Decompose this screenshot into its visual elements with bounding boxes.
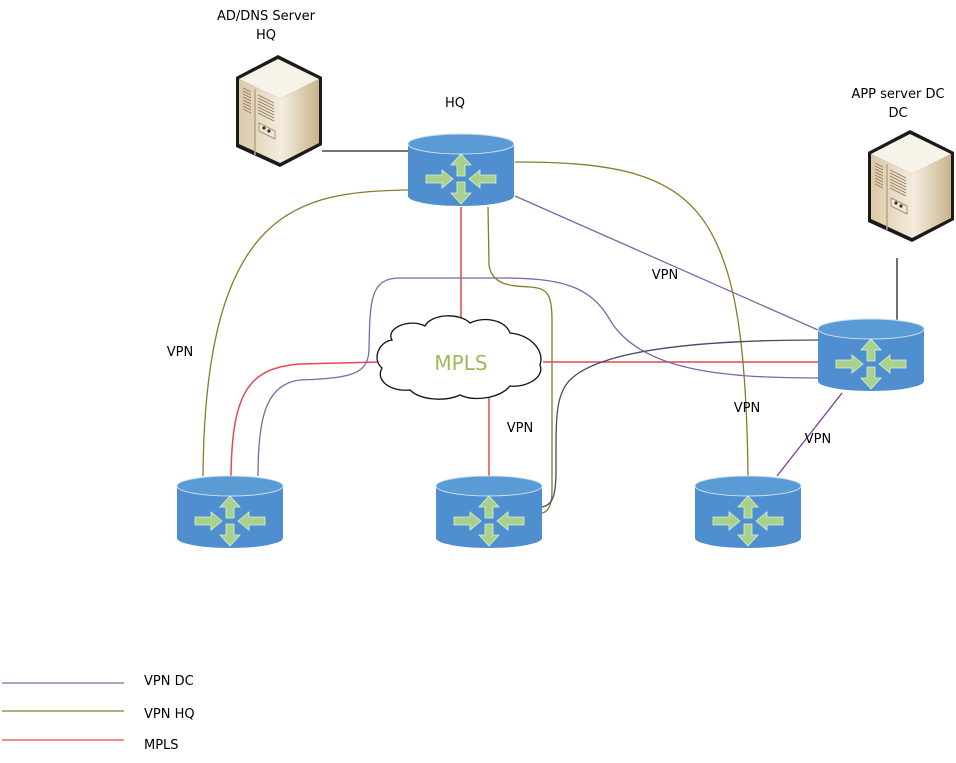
link-label-hq-branch3: VPN bbox=[734, 401, 760, 416]
router-hq-label: HQ bbox=[445, 96, 465, 111]
legend-item-mpls: MPLS bbox=[2, 738, 179, 753]
link-vpnhq-branch2 bbox=[487, 206, 553, 514]
link-vpndc-branch2 bbox=[541, 339, 819, 508]
router-dc[interactable] bbox=[817, 318, 925, 392]
link-mpls-branch1 bbox=[230, 361, 381, 477]
router-icon bbox=[435, 475, 543, 549]
link-vpndc-branch3 bbox=[776, 392, 843, 477]
legend-label-vpn-dc: VPN DC bbox=[144, 674, 194, 689]
link-label-hq-dc: VPN bbox=[652, 268, 678, 283]
link-vpndc-branch1 bbox=[257, 277, 819, 477]
legend: VPN DC VPN HQ MPLS bbox=[2, 674, 195, 753]
link-label-dc-branch3: VPN bbox=[805, 432, 831, 447]
server-ad-dns-subtitle: HQ bbox=[256, 28, 276, 43]
mpls-label: MPLS bbox=[434, 351, 487, 375]
legend-label-vpn-hq: VPN HQ bbox=[144, 707, 195, 722]
link-label-mpls-branch2: VPN bbox=[507, 421, 533, 436]
cloud-icon bbox=[376, 315, 542, 400]
router-icon bbox=[817, 318, 925, 392]
server-icon bbox=[867, 129, 955, 243]
router-branch1[interactable] bbox=[176, 475, 284, 549]
server-app-title: APP server DC bbox=[851, 87, 944, 102]
router-hq[interactable] bbox=[407, 133, 515, 207]
link-vpnhq-branch1 bbox=[202, 189, 409, 477]
legend-label-mpls: MPLS bbox=[144, 738, 179, 753]
link-label-hq-branch1: VPN bbox=[167, 345, 193, 360]
server-ad-dns-title: AD/DNS Server bbox=[217, 9, 316, 24]
server-ad-dns[interactable] bbox=[235, 54, 323, 168]
router-branch3[interactable] bbox=[694, 475, 802, 549]
router-icon bbox=[694, 475, 802, 549]
server-app[interactable] bbox=[867, 129, 955, 243]
router-icon bbox=[407, 133, 515, 207]
link-vpnhq-branch3 bbox=[514, 161, 749, 477]
server-app-subtitle: DC bbox=[888, 106, 907, 121]
router-branch2[interactable] bbox=[435, 475, 543, 549]
legend-item-vpn-hq: VPN HQ bbox=[2, 707, 195, 722]
server-icon bbox=[235, 54, 323, 168]
mpls-cloud[interactable]: MPLS bbox=[376, 315, 542, 400]
link-vpndc-hq bbox=[514, 195, 819, 331]
router-icon bbox=[176, 475, 284, 549]
legend-item-vpn-dc: VPN DC bbox=[2, 674, 194, 689]
